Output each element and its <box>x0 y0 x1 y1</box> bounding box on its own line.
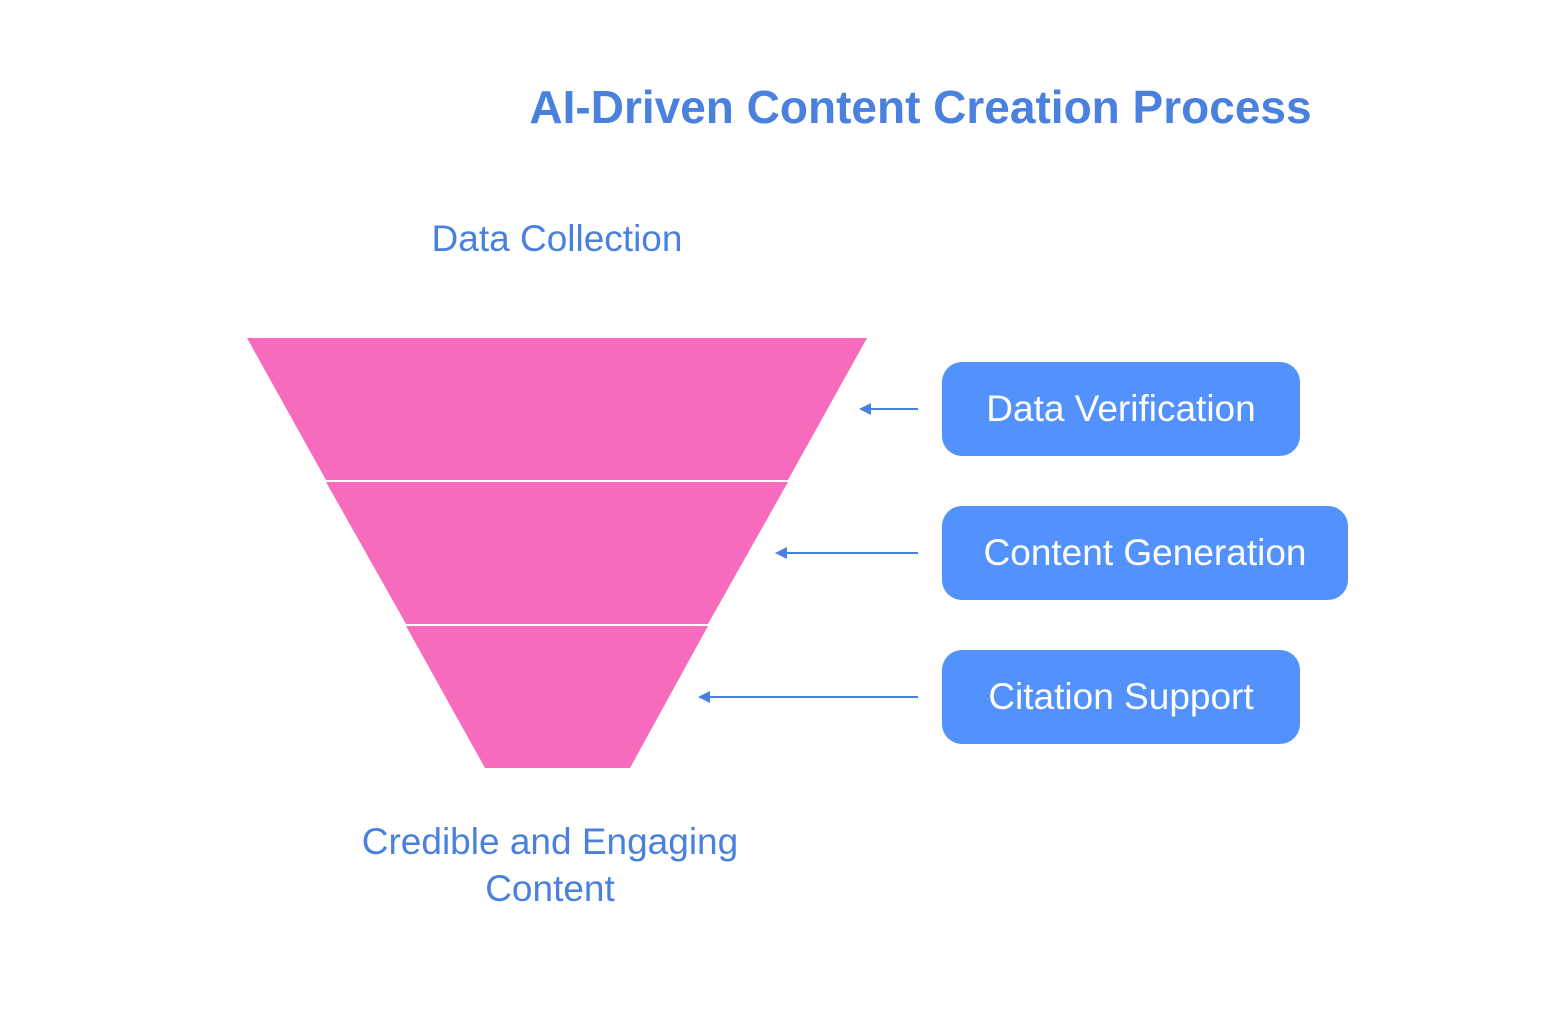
arrow-left-icon <box>698 691 918 703</box>
stage-label: Citation Support <box>988 676 1254 717</box>
stage-box-content-generation: Content Generation <box>942 506 1348 600</box>
funnel-segment-2 <box>326 482 788 624</box>
funnel-output-label: Credible and Engaging Content <box>300 818 800 912</box>
stage-label: Data Verification <box>986 388 1256 429</box>
stage-box-citation-support: Citation Support <box>942 650 1300 744</box>
arrow-left-icon <box>859 403 918 415</box>
arrow-left-icon <box>775 547 918 559</box>
funnel-segment-1 <box>247 338 867 480</box>
stage-label: Content Generation <box>983 532 1307 573</box>
output-label-line-2: Content <box>485 868 615 909</box>
stage-box-data-verification: Data Verification <box>942 362 1300 456</box>
funnel-input-label: Data Collection <box>431 218 683 259</box>
diagram-title: AI-Driven Content Creation Process <box>529 81 1312 133</box>
funnel-segment-3 <box>406 626 708 768</box>
output-label-line-1: Credible and Engaging <box>361 821 739 862</box>
